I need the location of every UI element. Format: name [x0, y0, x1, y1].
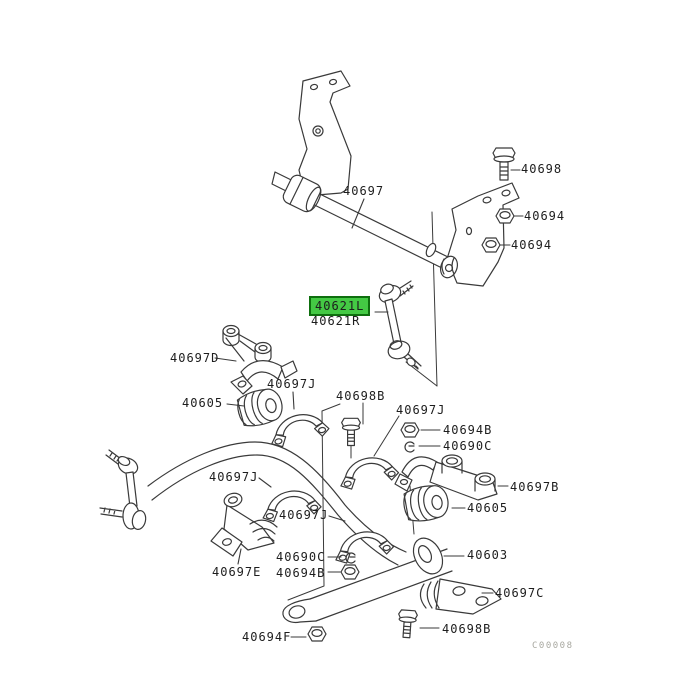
part-label-40698[interactable]: 40698 [521, 162, 563, 176]
bracket-40697D [223, 326, 297, 395]
clamp-40697J-center [336, 452, 401, 492]
part-label-40698B-center[interactable]: 40698B [336, 389, 386, 403]
bolt-icon [493, 148, 515, 180]
part-label-40698B-bottom[interactable]: 40698B [442, 622, 492, 636]
crossmember-right-bracket [438, 183, 519, 286]
part-label-40697C[interactable]: 40697C [495, 586, 545, 600]
part-label-40694-b[interactable]: 40694 [511, 238, 553, 252]
part-label-40697D[interactable]: 40697D [170, 351, 220, 365]
part-label-40697B[interactable]: 40697B [510, 480, 560, 494]
part-label-40697E[interactable]: 40697E [212, 565, 262, 579]
part-label-40605-left[interactable]: 40605 [182, 396, 224, 410]
clip-icon [405, 442, 414, 452]
clip-icon [346, 553, 355, 563]
leader-lines [215, 170, 523, 637]
part-label-40697[interactable]: 40697 [343, 184, 385, 198]
stabilizer-link-right [377, 281, 421, 369]
part-label-40697J-upper-left[interactable]: 40697J [267, 377, 317, 391]
bracket-40697C [420, 579, 501, 614]
part-label-40690C-center[interactable]: 40690C [443, 439, 493, 453]
part-label-40697J-lower-left-1[interactable]: 40697J [209, 470, 259, 484]
diagram-code: C00008 [532, 641, 574, 651]
nut-icon [308, 627, 326, 641]
part-label-40690C-lower[interactable]: 40690C [276, 550, 326, 564]
part-label-40605-right[interactable]: 40605 [467, 501, 509, 515]
crossmember-left-bracket [299, 71, 351, 196]
part-label-40694F[interactable]: 40694F [242, 630, 292, 644]
part-label-40603[interactable]: 40603 [467, 548, 509, 562]
part-label-40621L-highlighted[interactable]: 40621L [309, 296, 371, 316]
part-label-40697J-lower-left-2[interactable]: 40697J [279, 508, 329, 522]
stabilizer-bar [148, 442, 452, 622]
bracket-40697B [395, 455, 497, 500]
part-label-40694B-lower[interactable]: 40694B [276, 566, 326, 580]
part-label-40694B-center[interactable]: 40694B [443, 423, 493, 437]
part-label-40694-a[interactable]: 40694 [524, 209, 566, 223]
nut-icon [482, 238, 500, 252]
part-label-40621R[interactable]: 40621R [311, 314, 361, 328]
part-label-40697J-center[interactable]: 40697J [396, 403, 446, 417]
nut-icon [341, 565, 359, 579]
nut-icon [496, 209, 514, 223]
bushing-40605-right [400, 482, 452, 525]
bracket-40697E [211, 491, 277, 556]
nut-icon [401, 423, 419, 437]
bolt-icon [342, 418, 361, 445]
stabilizer-link-left [100, 450, 147, 531]
clamp-40697J-lower [331, 526, 396, 566]
bolt-icon [397, 610, 418, 638]
